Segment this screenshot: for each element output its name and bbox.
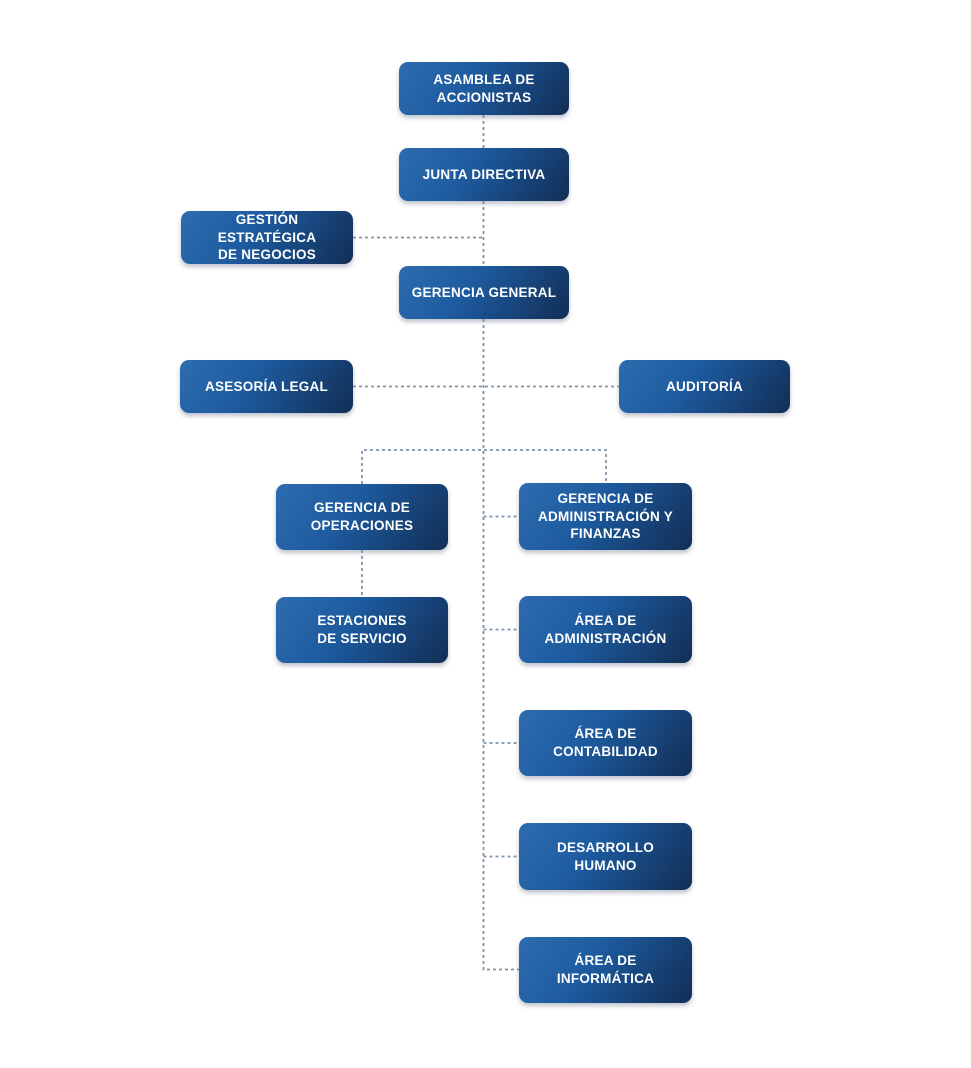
connector-branch-operaciones-admon [361,449,607,484]
org-node-area-de-administracion: ÁREA DE ADMINISTRACIÓN [519,596,692,663]
org-node-gestion-estrategica-de-negocios: GESTIÓN ESTRATÉGICA DE NEGOCIOS [181,211,353,264]
org-node-asamblea-de-accionistas: ASAMBLEA DE ACCIONISTAS [399,62,569,115]
org-node-area-de-informatica: ÁREA DE INFORMÁTICA [519,937,692,1003]
org-node-estaciones-de-servicio: ESTACIONES DE SERVICIO [276,597,448,663]
connector-main-spine [482,319,519,971]
org-node-gerencia-general: GERENCIA GENERAL [399,266,569,319]
org-node-auditoria: AUDITORÍA [619,360,790,413]
org-node-junta-directiva: JUNTA DIRECTIVA [399,148,569,201]
org-node-gerencia-de-administracion-y-finanzas: GERENCIA DE ADMINISTRACIÓN Y FINANZAS [519,483,692,550]
org-node-asesoria-legal: ASESORÍA LEGAL [180,360,353,413]
org-node-desarrollo-humano: DESARROLLO HUMANO [519,823,692,890]
org-node-gerencia-de-operaciones: GERENCIA DE OPERACIONES [276,484,448,550]
org-node-area-de-contabilidad: ÁREA DE CONTABILIDAD [519,710,692,776]
